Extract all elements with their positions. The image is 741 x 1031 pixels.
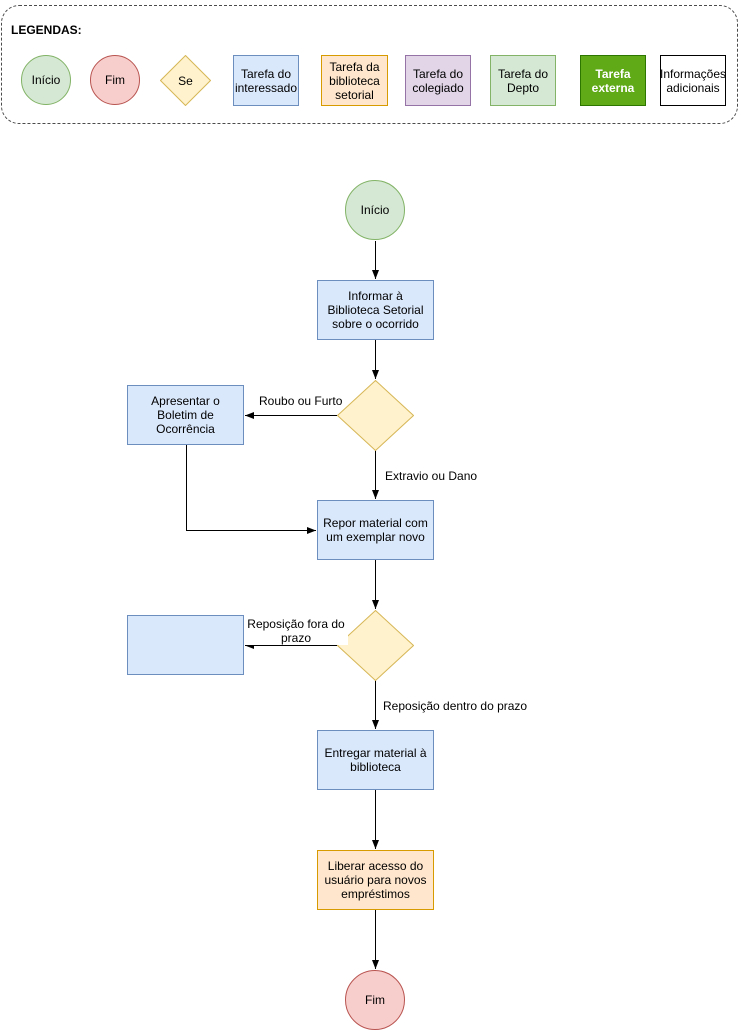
replace-material-task: Repor material com um exemplar novo (317, 500, 434, 560)
legend-decision-label: Se (178, 73, 193, 88)
legend-informacoes-box: Informações adicionais (660, 55, 726, 106)
legend-panel (1, 5, 738, 124)
inform-library-task: Informar à Biblioteca Setorial sobre o o… (317, 280, 434, 340)
legend-decision-diamond: Se (160, 55, 211, 106)
legend-depto-box: Tarefa do Depto (490, 55, 556, 106)
release-user-access-task: Liberar acesso do usuário para novos emp… (317, 850, 434, 910)
edge-label-late-replacement: Reposição fora do prazo (244, 617, 348, 645)
edge-label-loss-damage: Extravio ou Dano (385, 469, 478, 483)
replacement-deadline-decision (337, 610, 414, 681)
end-node: Fim (345, 970, 405, 1030)
start-node: Início (345, 180, 405, 240)
incident-type-decision (337, 380, 414, 451)
edge-label-on-time-replacement: Reposição dentro do prazo (383, 699, 528, 713)
legend-colegiado-box: Tarefa do colegiado (405, 55, 471, 106)
deliver-material-task: Entregar material à biblioteca (317, 730, 434, 790)
legend-biblioteca-box: Tarefa da biblioteca setorial (321, 55, 388, 106)
legend-start-circle: Início (21, 55, 71, 105)
edge-label-theft: Roubo ou Furto (259, 394, 343, 408)
legend-end-circle: Fim (90, 55, 140, 105)
legend-title: LEGENDAS: (11, 23, 82, 37)
late-replacement-task (127, 615, 244, 675)
present-police-report-task: Apresentar o Boletim de Ocorrência (127, 385, 244, 445)
legend-externa-box: Tarefa externa (580, 55, 646, 106)
legend-interessado-box: Tarefa do interessado (233, 55, 299, 106)
